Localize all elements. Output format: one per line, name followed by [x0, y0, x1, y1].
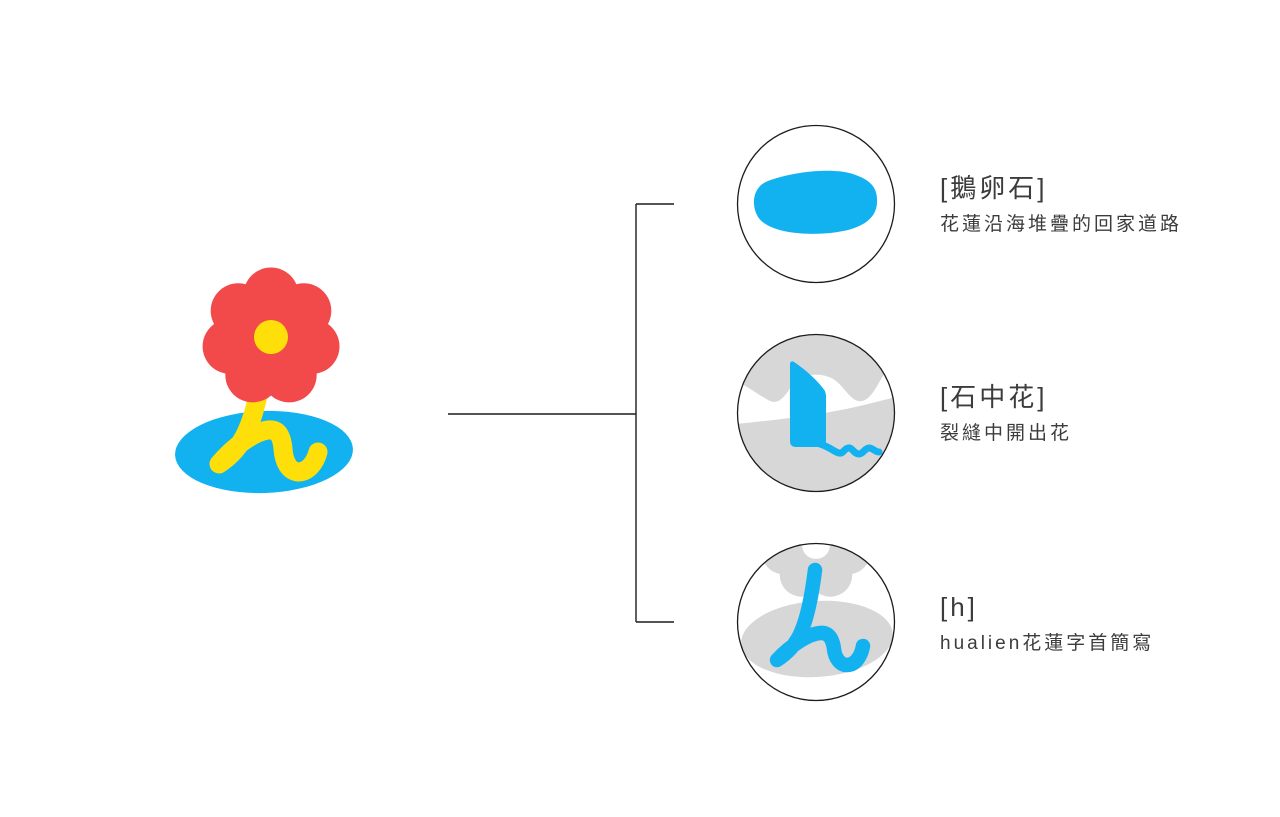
h-initial-badge: [736, 542, 896, 702]
concept-description: 裂縫中開出花: [940, 422, 1073, 444]
connector-lines: [448, 203, 674, 623]
concept-title: [h]: [940, 592, 978, 622]
crack-flower-root: [816, 440, 883, 458]
badge-outline: [736, 542, 896, 702]
concept-description: hualien花蓮字首簡寫: [940, 632, 1155, 654]
stone-flower-badge: [736, 333, 896, 493]
h-initial-icon: [741, 544, 893, 678]
logo-flower-center: [254, 320, 288, 354]
concept-title: [石中花]: [940, 382, 1048, 412]
hualien-logo: [175, 267, 353, 494]
ghost-flower: [761, 544, 871, 597]
logo-stem: [209, 338, 328, 482]
crack-flower-stem: [790, 361, 826, 447]
concept-description: 花蓮沿海堆疊的回家道路: [940, 213, 1183, 235]
pebble-badge: [736, 124, 896, 284]
h-stem-highlight: [769, 562, 871, 673]
logo-flower: [202, 267, 340, 403]
ghost-flower-center: [802, 544, 830, 559]
concept-label-pebble: [鵝卵石] 花蓮沿海堆疊的回家道路: [940, 173, 1183, 237]
concept-label-h-initial: [h] hualien花蓮字首簡寫: [940, 592, 1155, 656]
badge-outline: [736, 333, 896, 493]
concept-title: [鵝卵石]: [940, 173, 1048, 203]
badge-outline: [736, 124, 896, 284]
concept-label-stone-flower: [石中花] 裂縫中開出花: [940, 382, 1073, 446]
pebble-icon: [753, 170, 878, 234]
bracket-path: [448, 203, 674, 623]
